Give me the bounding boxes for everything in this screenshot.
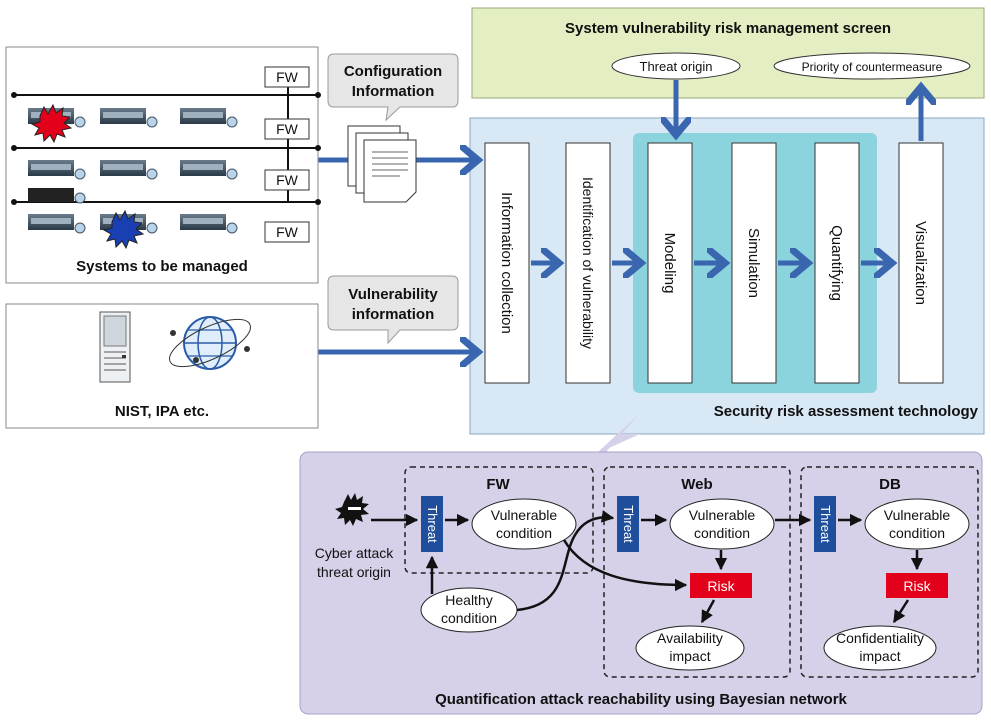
- vulnerable-node-db: Vulnerable condition: [864, 498, 970, 550]
- priority-label: Priority of countermeasure: [802, 60, 943, 74]
- stage-information-collection: Information collection: [484, 142, 530, 384]
- healthy-node: Healthy condition: [420, 587, 518, 633]
- stage-simulation: Simulation: [731, 142, 777, 384]
- svg-text:condition: condition: [441, 610, 497, 626]
- risk-box-web: Risk: [690, 573, 752, 598]
- stage-label-modeling: Modeling: [661, 233, 678, 294]
- attacker-line1: Cyber attack: [315, 545, 395, 561]
- svg-text:Risk: Risk: [903, 578, 931, 594]
- arrow-risk-to-availability: [700, 599, 716, 624]
- svg-text:FW: FW: [276, 172, 299, 188]
- bayes-arrows: [371, 510, 924, 624]
- confidentiality-impact-node: Confidentiality impact: [823, 625, 937, 671]
- management-screen-title: System vulnerability risk management scr…: [565, 20, 891, 37]
- vuln-line1: Vulnerability: [348, 286, 438, 303]
- configuration-callout: Configuration Information: [327, 53, 459, 122]
- svg-text:Risk: Risk: [707, 578, 735, 594]
- stage-label-information-collection: Information collection: [498, 192, 515, 334]
- stage-label-visualization: Visualization: [912, 221, 929, 305]
- zone-fw-label: FW: [486, 476, 510, 493]
- svg-text:impact: impact: [859, 648, 900, 664]
- server-icon: [100, 108, 158, 128]
- server-icon: [28, 214, 86, 234]
- globe-network-icon: [169, 316, 251, 370]
- threat-origin-oval: [611, 52, 741, 80]
- arrow-healthy-to-web-threat: [516, 510, 615, 612]
- svg-text:Vulnerable: Vulnerable: [884, 507, 951, 523]
- config-line2: Information: [352, 83, 435, 100]
- bayes-caption: Quantification attack reachability using…: [435, 691, 847, 708]
- vulnerability-callout: Vulnerability information: [327, 275, 459, 345]
- server-tower-icon: [99, 311, 131, 383]
- priority-oval: [773, 52, 971, 80]
- svg-text:Threat: Threat: [425, 505, 440, 543]
- stage-label-quantifying: Quantifying: [828, 225, 845, 301]
- fw-box: FW: [264, 66, 310, 88]
- systems-caption: Systems to be managed: [76, 258, 248, 275]
- config-line1: Configuration: [344, 63, 442, 80]
- stage-boxes: Information collection Identification of…: [484, 142, 944, 384]
- fw-box: FW: [264, 169, 310, 191]
- svg-text:impact: impact: [669, 648, 710, 664]
- arrow-vuln-fw-to-risk: [562, 539, 688, 592]
- threat-box-fw: Threat: [421, 496, 443, 552]
- svg-text:Vulnerable: Vulnerable: [491, 507, 558, 523]
- fw-box: FW: [264, 221, 310, 243]
- zone-db-label: DB: [879, 476, 901, 493]
- stage-quantifying: Quantifying: [814, 142, 860, 384]
- risk-box-db: Risk: [886, 573, 948, 598]
- assessment-caption: Security risk assessment technology: [714, 403, 979, 420]
- server-icon: [180, 108, 238, 128]
- document-stack-icon: [347, 125, 417, 203]
- svg-text:condition: condition: [496, 525, 552, 541]
- svg-text:Threat: Threat: [621, 505, 636, 543]
- server-icon: [180, 214, 238, 234]
- svg-text:Threat: Threat: [818, 505, 833, 543]
- attacker-line2: threat origin: [317, 564, 391, 580]
- vulnerable-node-web: Vulnerable condition: [669, 498, 775, 550]
- stage-label-identification: Identification of vulnerability: [580, 177, 596, 349]
- availability-impact-node: Availability impact: [635, 625, 745, 671]
- attacker-icon: [335, 493, 369, 526]
- systems-panel: Systems to be managed FW FW FW FW: [5, 46, 321, 284]
- stage-label-simulation: Simulation: [745, 228, 762, 298]
- infected-server-blue-icon: [102, 209, 145, 250]
- bayesian-panel: Quantification attack reachability using…: [299, 415, 983, 715]
- threat-box-db: Threat: [814, 496, 836, 552]
- server-icon: [28, 160, 86, 180]
- svg-text:condition: condition: [889, 525, 945, 541]
- stage-arrows: [318, 80, 921, 352]
- svg-text:Availability: Availability: [657, 630, 723, 646]
- fw-box: FW: [264, 118, 310, 140]
- svg-text:FW: FW: [276, 224, 299, 240]
- svg-text:FW: FW: [276, 121, 299, 137]
- svg-text:Confidentiality: Confidentiality: [836, 630, 924, 646]
- zone-db: [800, 466, 979, 678]
- stage-visualization: Visualization: [898, 142, 944, 384]
- vulnerable-node-fw: Vulnerable condition: [471, 498, 577, 550]
- svg-text:Healthy: Healthy: [445, 592, 492, 608]
- svg-text:condition: condition: [694, 525, 750, 541]
- server-icon: [28, 188, 86, 204]
- threat-box-web: Threat: [617, 496, 639, 552]
- svg-text:FW: FW: [276, 69, 299, 85]
- infected-server-red-icon: [30, 103, 73, 144]
- threat-origin-label: Threat origin: [640, 59, 713, 74]
- zone-web: [603, 466, 791, 678]
- stage-identification: Identification of vulnerability: [565, 142, 611, 384]
- arrow-risk-to-confidentiality: [892, 599, 910, 624]
- server-icon: [180, 160, 238, 180]
- nist-panel: NIST, IPA etc.: [5, 303, 319, 429]
- vuln-line2: information: [352, 306, 435, 323]
- management-screen-panel: System vulnerability risk management scr…: [471, 7, 985, 99]
- zone-web-label: Web: [681, 476, 712, 493]
- nist-caption: NIST, IPA etc.: [115, 403, 209, 420]
- server-icon: [100, 160, 158, 180]
- stage-modeling: Modeling: [647, 142, 693, 384]
- svg-text:Vulnerable: Vulnerable: [689, 507, 756, 523]
